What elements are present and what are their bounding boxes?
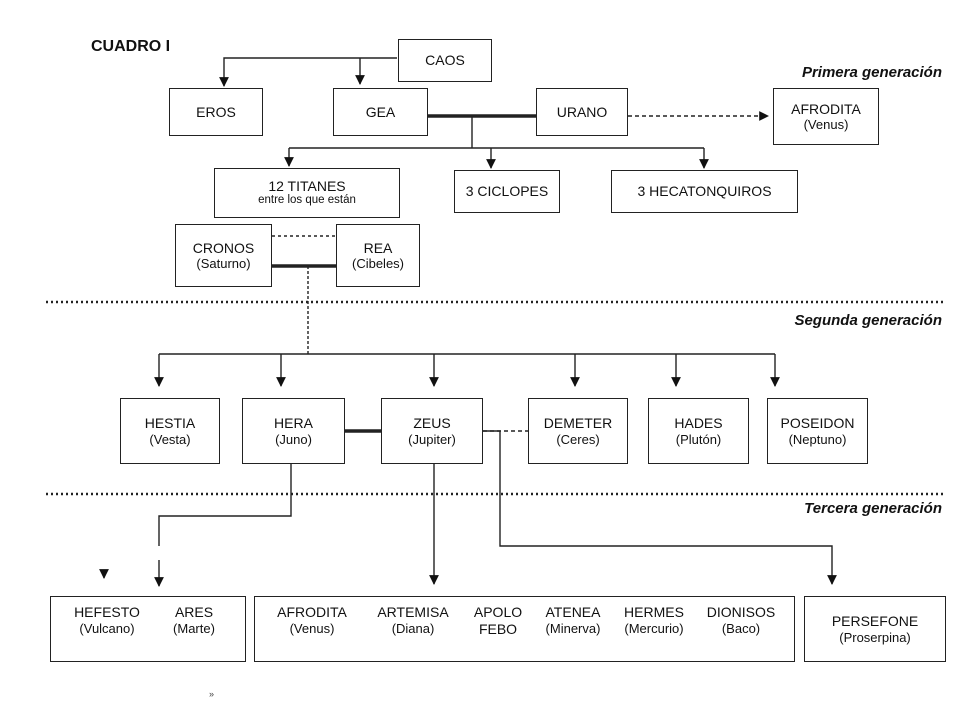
node-poseidon-roman: (Neptuno) (788, 431, 847, 447)
node-hera-roman: (Juno) (275, 431, 312, 447)
node-zeus: ZEUS (Jupiter) (381, 398, 483, 464)
node-titanes-note: entre los que están (258, 194, 356, 207)
node-ares-name: ARES (174, 604, 214, 620)
node-zeus-roman: (Jupiter) (408, 431, 456, 447)
node-caos-name: CAOS (425, 52, 465, 69)
node-demeter-roman: (Ceres) (556, 431, 600, 447)
node-cronos: CRONOS (Saturno) (175, 224, 272, 287)
node-rea-roman: (Cibeles) (351, 256, 404, 272)
node-afrodita: AFRODITA (Venus) (268, 604, 356, 637)
node-cronos-name: CRONOS (192, 239, 255, 256)
node-ares: ARES (Marte) (156, 604, 232, 637)
node-hera: HERA (Juno) (242, 398, 345, 464)
node-titanes-name: 12 TITANES (268, 177, 346, 194)
node-titanes: 12 TITANES entre los que están (214, 168, 400, 218)
node-hades-name: HADES (674, 415, 723, 432)
node-hermes-name: HERMES (624, 604, 684, 620)
node-cronos-roman: (Saturno) (196, 256, 251, 272)
node-afrodita-roman: (Venus) (289, 621, 335, 637)
node-afrodita-name: AFRODITA (277, 604, 347, 620)
node-persefone: PERSEFONE (Proserpina) (804, 596, 946, 662)
node-hefesto: HEFESTO (Vulcano) (66, 604, 148, 637)
node-demeter: DEMETER (Ceres) (528, 398, 628, 464)
label-segunda-generacion: Segunda generación (794, 312, 942, 329)
hera-children-line (158, 464, 292, 546)
node-atenea-name: ATENEA (545, 604, 601, 620)
node-hefesto-name: HEFESTO (74, 604, 140, 620)
node-atenea: ATENEA (Minerva) (534, 604, 612, 637)
node-ares-roman: (Marte) (173, 621, 215, 637)
node-zeus-name: ZEUS (413, 415, 451, 432)
node-hermes-roman: (Mercurio) (624, 621, 684, 637)
node-dionisos-name: DIONISOS (706, 604, 776, 620)
node-persefone-name: PERSEFONE (831, 613, 919, 630)
node-afrodita-primera-name: AFRODITA (791, 100, 861, 117)
node-hermes: HERMES (Mercurio) (614, 604, 694, 637)
node-urano: URANO (536, 88, 628, 136)
node-artemisa: ARTEMISA (Diana) (368, 604, 458, 637)
node-hades: HADES (Plutón) (648, 398, 749, 464)
label-primera-generacion: Primera generación (801, 64, 942, 81)
node-apolo: APOLO FEBO (464, 604, 532, 638)
node-hefesto-roman: (Vulcano) (79, 621, 135, 637)
node-ciclopes: 3 CICLOPES (454, 170, 560, 213)
node-hades-roman: (Plutón) (675, 431, 722, 447)
node-eros: EROS (169, 88, 263, 136)
node-atenea-roman: (Minerva) (545, 621, 601, 637)
node-hecatonquiros: 3 HECATONQUIROS (611, 170, 798, 213)
node-demeter-name: DEMETER (543, 415, 613, 432)
node-apolo-febo: FEBO (478, 621, 518, 638)
node-eros-name: EROS (196, 103, 236, 120)
node-rea: REA (Cibeles) (336, 224, 420, 287)
footnote-mark: » (209, 689, 215, 699)
node-hestia: HESTIA (Vesta) (120, 398, 220, 464)
node-afrodita-primera: AFRODITA (Venus) (773, 88, 879, 145)
node-dionisos-roman: (Baco) (721, 621, 761, 637)
group-zeus-children (254, 596, 795, 662)
node-artemisa-name: ARTEMISA (377, 604, 449, 620)
node-hera-name: HERA (274, 415, 313, 432)
group-hera-children (50, 596, 246, 662)
node-gea: GEA (333, 88, 428, 136)
node-urano-name: URANO (556, 103, 608, 120)
node-poseidon: POSEIDON (Neptuno) (767, 398, 868, 464)
node-afrodita-primera-roman: (Venus) (803, 117, 849, 133)
node-hestia-roman: (Vesta) (149, 431, 191, 447)
node-gea-name: GEA (365, 103, 396, 120)
node-hecatonquiros-name: 3 HECATONQUIROS (637, 183, 772, 200)
node-ciclopes-name: 3 CICLOPES (465, 183, 549, 200)
node-dionisos: DIONISOS (Baco) (698, 604, 784, 637)
node-poseidon-name: POSEIDON (780, 415, 855, 432)
node-hestia-name: HESTIA (144, 415, 196, 432)
node-artemisa-roman: (Diana) (391, 621, 435, 637)
persefone-line (483, 430, 837, 585)
node-persefone-roman: (Proserpina) (839, 629, 911, 645)
chart-title: CUADRO I (91, 38, 171, 55)
node-caos: CAOS (398, 39, 492, 82)
caos-connector (219, 57, 397, 87)
label-tercera-generacion: Tercera generación (804, 500, 942, 517)
node-rea-name: REA (363, 239, 393, 256)
node-apolo-name: APOLO (473, 604, 523, 620)
